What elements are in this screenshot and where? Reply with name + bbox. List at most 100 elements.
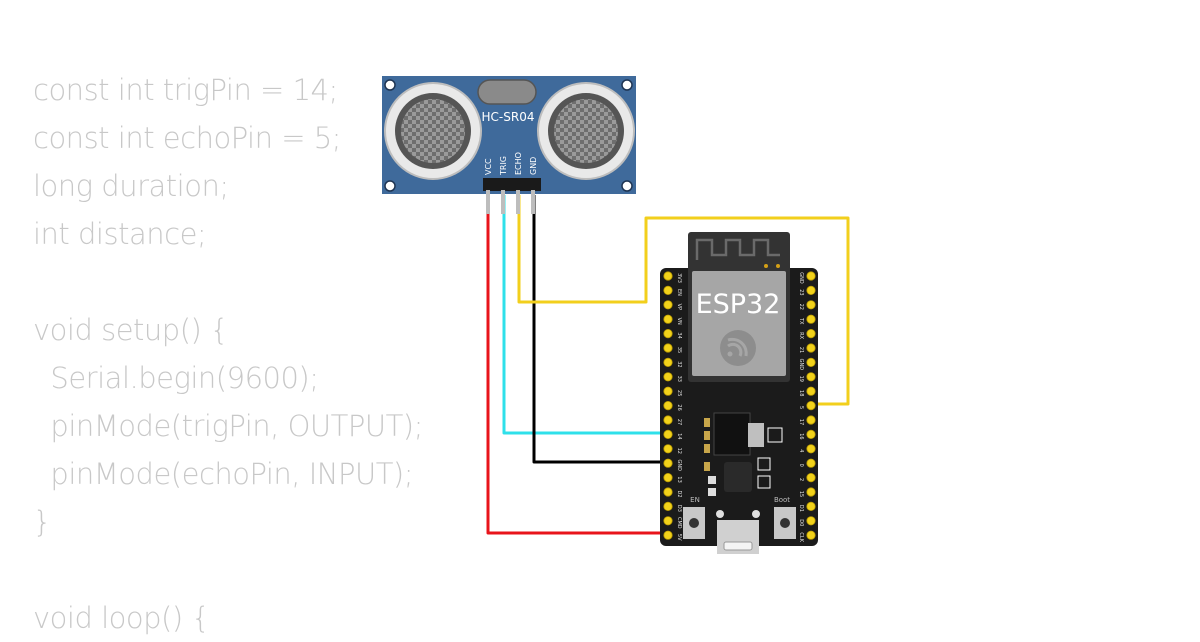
pin-pad[interactable] xyxy=(663,444,673,454)
boot-button-label: Boot xyxy=(774,496,790,504)
pin-label: 19 xyxy=(798,376,804,382)
pin-label: 26 xyxy=(676,404,682,410)
sensor-model-label: HC-SR04 xyxy=(482,110,535,124)
pin-label: 15 xyxy=(798,491,804,497)
pin-pad[interactable] xyxy=(663,372,673,382)
pin-label-gnd: GND xyxy=(529,157,538,175)
pin-label-echo: ECHO xyxy=(514,152,523,175)
mount-hole-icon xyxy=(384,180,396,192)
code-line: pinMode(trigPin, OUTPUT); xyxy=(33,409,423,443)
pin-label: 3V3 xyxy=(676,273,682,283)
pin-pad[interactable] xyxy=(806,343,816,353)
pin-pad[interactable] xyxy=(806,501,816,511)
pin-label: D1 xyxy=(798,505,804,512)
transducer-right xyxy=(537,82,635,180)
pin-label: 17 xyxy=(798,419,804,425)
pin-pad[interactable] xyxy=(663,357,673,367)
pin-pad[interactable] xyxy=(806,328,816,339)
pin-pad[interactable] xyxy=(663,343,673,353)
pin-pad[interactable] xyxy=(663,429,673,439)
pin-label: 22 xyxy=(798,304,804,310)
pin-label: GND xyxy=(798,272,804,284)
pin-label: 16 xyxy=(798,433,804,439)
pin-label: 12 xyxy=(676,448,682,454)
code-line: pinMode(echoPin, INPUT); xyxy=(33,457,414,491)
mount-hole-icon xyxy=(384,79,396,91)
pin-pad[interactable] xyxy=(663,285,673,295)
pin-pad[interactable] xyxy=(806,285,816,295)
wire-vcc[interactable] xyxy=(486,195,667,535)
pin-label: 35 xyxy=(676,347,682,353)
code-line: Serial.begin(9600); xyxy=(33,361,319,395)
pin-label: CMD xyxy=(676,517,682,529)
pin-pad[interactable] xyxy=(806,530,816,540)
pin-label: VN xyxy=(676,318,682,325)
pin-pad[interactable] xyxy=(806,429,816,439)
pin-pad[interactable] xyxy=(663,487,673,497)
pin-label: GND xyxy=(676,459,682,471)
sensor-pin-labels: VCC TRIG ECHO GND xyxy=(484,152,538,176)
left-pin-header: 3V3ENVPVN343532332526271412GND13D2D3CMD5… xyxy=(663,271,682,541)
smd-components xyxy=(704,418,783,496)
pin-pad[interactable] xyxy=(806,271,816,281)
pin-pad[interactable] xyxy=(663,501,673,511)
pin-label: VP xyxy=(676,304,682,310)
code-line: } xyxy=(33,505,51,539)
pin-label: CLK xyxy=(798,532,804,542)
pin-pad[interactable] xyxy=(806,386,816,396)
pin-label: 21 xyxy=(798,347,804,353)
wire-echo[interactable] xyxy=(517,195,850,406)
pin-pad[interactable] xyxy=(806,472,816,483)
pin-label-trig: TRIG xyxy=(499,156,508,176)
voltage-regulator xyxy=(713,412,764,456)
pin-label: D3 xyxy=(676,505,682,512)
pin-pad[interactable] xyxy=(663,472,673,483)
pin-pad[interactable] xyxy=(806,400,816,411)
code-line: void setup() { xyxy=(33,313,228,347)
pin-pad[interactable] xyxy=(806,516,816,526)
pin-pad[interactable] xyxy=(663,516,673,526)
pin-label: 4 xyxy=(798,449,804,452)
hc-sr04-sensor[interactable]: HC-SR04 VCC TRIG ECHO GND xyxy=(382,76,636,214)
pin-label: 5V xyxy=(676,534,682,541)
pin-pad[interactable] xyxy=(806,444,816,454)
pin-label: TX xyxy=(798,317,804,325)
boot-button[interactable] xyxy=(774,507,796,539)
pin-label: GND xyxy=(798,359,804,371)
pin-pad[interactable] xyxy=(806,372,816,382)
pin-pad[interactable] xyxy=(806,314,816,324)
code-line: void loop() { xyxy=(33,601,210,635)
pin-pad[interactable] xyxy=(663,328,673,339)
pin-label: 13 xyxy=(676,476,682,482)
pin-label: 18 xyxy=(798,390,804,396)
esp32-board[interactable]: ESP32 3V3ENVPVN343532332526271412GND13D2… xyxy=(660,232,818,554)
code-line: const int echoPin = 5; xyxy=(33,121,341,155)
pin-pad[interactable] xyxy=(663,300,673,310)
mount-hole-icon xyxy=(621,180,633,192)
wire-trig[interactable] xyxy=(502,195,667,435)
pin-label: 33 xyxy=(676,376,682,382)
pin-pad[interactable] xyxy=(663,458,673,468)
pin-pad[interactable] xyxy=(806,415,816,425)
en-button[interactable] xyxy=(683,507,705,539)
pin-pad[interactable] xyxy=(663,386,673,396)
pin-pad[interactable] xyxy=(806,487,816,497)
pin-pad[interactable] xyxy=(663,271,673,281)
esp32-module-label: ESP32 xyxy=(696,289,781,320)
pin-pad[interactable] xyxy=(806,357,816,367)
pin-label: 34 xyxy=(676,332,682,338)
pin-pad[interactable] xyxy=(663,400,673,411)
wire-gnd[interactable] xyxy=(532,195,667,464)
micro-usb-port[interactable] xyxy=(716,510,760,554)
pin-label: 2 xyxy=(798,478,804,481)
pin-pad[interactable] xyxy=(663,415,673,425)
wifi-module-can xyxy=(692,271,786,376)
pin-pad[interactable] xyxy=(663,530,673,540)
pin-pad[interactable] xyxy=(806,300,816,310)
transducer-left xyxy=(384,82,482,180)
pin-pad[interactable] xyxy=(663,314,673,324)
pin-pad[interactable] xyxy=(806,458,816,468)
pin-label: D0 xyxy=(798,519,804,526)
pin-label: D2 xyxy=(676,490,682,497)
